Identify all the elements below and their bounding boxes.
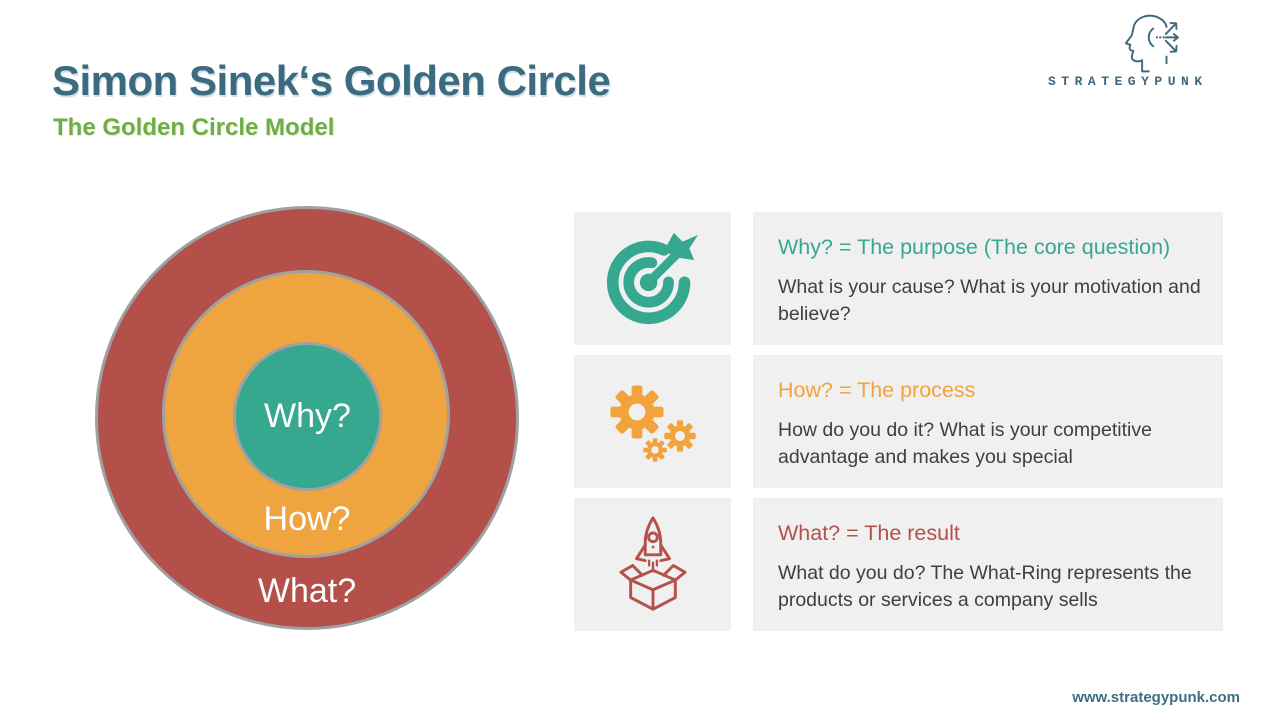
target-arrow-icon xyxy=(606,232,699,325)
ring-label-what: What? xyxy=(257,572,357,610)
text-box-what: What? = The result What do you do? The W… xyxy=(753,498,1223,631)
page-subtitle: The Golden Circle Model xyxy=(53,113,335,141)
logo-brand-text: STRATEGYPUNK xyxy=(1048,74,1208,89)
icon-box-how xyxy=(574,355,731,488)
icon-box-why xyxy=(574,212,731,345)
footer-url: www.strategypunk.com xyxy=(1072,689,1240,706)
ring-label-how: How? xyxy=(263,500,351,538)
row-body-what: What do you do? The What-Ring represents… xyxy=(778,562,1192,611)
row-heading-why: Why? = The purpose (The core question) xyxy=(778,235,1171,259)
head-with-arrows-icon xyxy=(1112,13,1190,81)
rocket-box-icon xyxy=(618,515,687,611)
ring-label-why: Why? xyxy=(264,397,351,435)
row-body-why: What is your cause? What is your motivat… xyxy=(778,276,1201,325)
row-heading-how: How? = The process xyxy=(778,378,976,402)
ring-why: Why? xyxy=(233,342,382,491)
page-title: Simon Sinek‘s Golden Circle xyxy=(52,57,611,105)
row-body-how: How do you do it? What is your competiti… xyxy=(778,419,1152,468)
icon-box-what xyxy=(574,498,731,631)
gears-icon xyxy=(610,385,696,462)
row-heading-what: What? = The result xyxy=(778,521,960,545)
text-box-how: How? = The process How do you do it? Wha… xyxy=(753,355,1223,488)
text-box-why: Why? = The purpose (The core question) W… xyxy=(753,212,1223,345)
